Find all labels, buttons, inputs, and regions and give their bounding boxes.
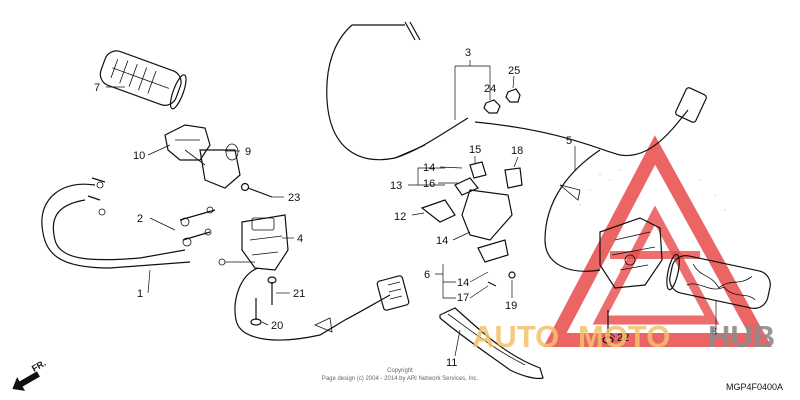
callout-6: 6 [424,269,430,281]
callout-25: 25 [508,65,520,77]
callout-14-c: 14 [457,277,469,289]
callout-7: 7 [94,82,100,94]
watermark-logo [543,135,772,347]
callout-2: 2 [137,213,143,225]
left-switch-harness [218,258,410,341]
callout-24: 24 [484,83,496,95]
callout-14-b: 14 [436,235,448,247]
part-11-lever [439,307,544,380]
watermark-moto: MOTO [578,319,670,354]
callout-5: 5 [566,135,572,147]
callout-21: 21 [293,288,305,300]
callout-16: 16 [423,178,435,190]
callout-10: 10 [133,150,145,162]
arrow-left-icon [12,371,40,391]
watermark-auto: AUTO [472,319,559,354]
callout-12: 12 [394,211,406,223]
callout-15: 15 [469,144,481,156]
watermark-hub: HUB [708,319,775,354]
right-switch-housing [599,217,663,289]
callout-8: 8 [711,326,717,338]
diagram-code: MGP4F0400A [726,382,783,392]
watermark-text: AUTO MOTO HUB [472,319,775,354]
callout-17: 17 [457,292,469,304]
callout-13: 13 [390,180,402,192]
part-1-2-throttle-cables [41,177,216,269]
part-4-switch-housing [241,214,289,271]
callout-labels: 7 10 9 23 2 1 4 21 20 3 24 25 14 13 16 1… [94,47,717,369]
copyright-line: Page design (c) 2004 - 2014 by ARI Netwo… [322,376,479,382]
leader-lines [106,60,717,357]
callout-14-a: 14 [423,162,435,174]
callout-18: 18 [511,145,523,157]
callout-22: 22 [617,332,629,344]
callout-9: 9 [245,146,251,158]
part-24-25-nuts [483,88,521,114]
callout-11: 11 [446,357,457,369]
part-23-screw [240,182,273,198]
part-9-10-throttle-housing [164,124,241,189]
front-direction-indicator: FR. [12,358,48,391]
part-20-21-screws [250,276,277,326]
part-7-throttle-grip [99,50,187,110]
callout-4: 4 [297,233,303,245]
callout-23: 23 [288,192,300,204]
callout-19: 19 [505,300,517,312]
callout-3: 3 [465,47,471,59]
callout-20: 20 [271,320,283,332]
part-22-screw [602,310,614,344]
clutch-cable [326,21,469,161]
copyright-title: Copyright [387,368,413,374]
part-5-right-harness [474,87,707,272]
part-6-12-13-lever-bracket [420,161,523,287]
callout-1: 1 [137,288,143,300]
direction-label: FR. [30,358,48,374]
